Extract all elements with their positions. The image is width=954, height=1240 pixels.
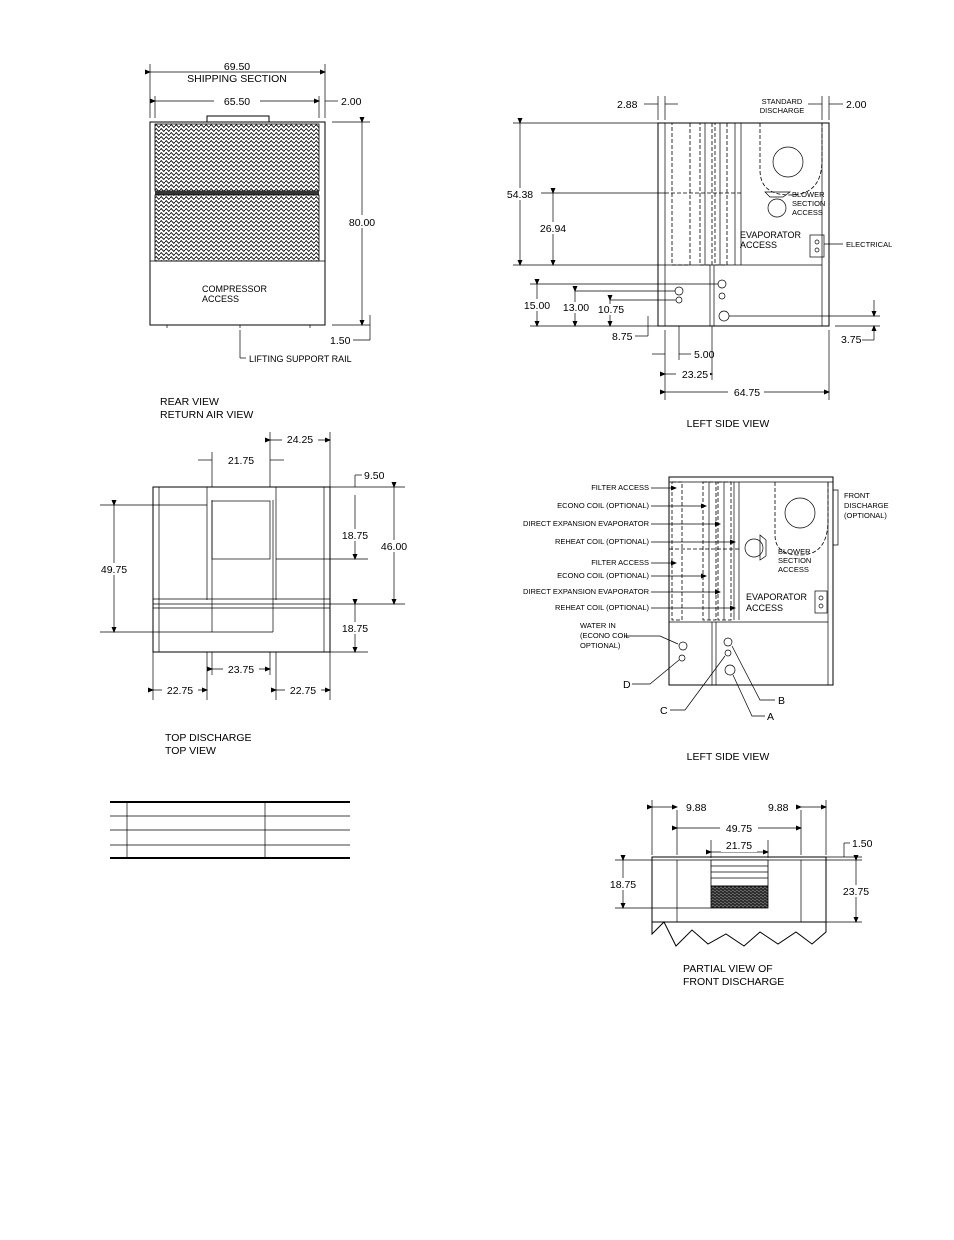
left1-h1: 54.38 xyxy=(507,189,533,201)
callout-list: FILTER ACCESS ECONO COIL (OPTIONAL) DIRE… xyxy=(523,483,736,612)
partial-d2175: 21.75 xyxy=(726,840,752,852)
left1-d500: 5.00 xyxy=(694,349,715,361)
callout-1: FILTER ACCESS xyxy=(591,483,649,492)
left1-blower-2: SECTION xyxy=(792,199,825,208)
rear-view: 69.50 SHIPPING SECTION 65.50 2.00 COMPRE… xyxy=(145,61,380,421)
left2-water-3: OPTIONAL) xyxy=(580,641,621,650)
left1-d15: 15.00 xyxy=(524,300,550,312)
left1-blower-3: ACCESS xyxy=(792,208,823,217)
partial-d988b: 9.88 xyxy=(768,802,789,814)
top-d1875b: 18.75 xyxy=(342,623,368,635)
left1-evap-2: ACCESS xyxy=(740,240,777,250)
left1-caption: LEFT SIDE VIEW xyxy=(687,418,770,430)
top-caption-2: TOP VIEW xyxy=(165,745,216,757)
left1-d-left: 2.88 xyxy=(617,99,638,111)
top-d1875a: 18.75 xyxy=(342,530,368,542)
rear-width: 65.50 xyxy=(224,96,250,108)
left1-electrical: ELECTRICAL xyxy=(846,240,892,249)
top-d4975: 49.75 xyxy=(101,564,127,576)
left1-d1075: 10.75 xyxy=(598,304,624,316)
callout-3: DIRECT EXPANSION EVAPORATOR xyxy=(523,519,650,528)
left2-water-2: (ECONO COIL xyxy=(580,631,630,640)
top-d2275b: 22.75 xyxy=(290,685,316,697)
left2-front-3: (OPTIONAL) xyxy=(844,511,887,520)
left1-d-right: 2.00 xyxy=(846,99,867,111)
rear-shipping-width: 69.50 xyxy=(224,61,250,73)
rear-compressor-2: ACCESS xyxy=(202,294,239,304)
left1-d13: 13.00 xyxy=(563,302,589,314)
left2-label-a: A xyxy=(767,711,774,723)
left2-evap-2: ACCESS xyxy=(746,603,783,613)
callout-2: ECONO COIL (OPTIONAL) xyxy=(557,501,649,510)
partial-front-view: 9.88 9.88 49.75 21.75 1.50 23.75 18.75 P… xyxy=(605,800,874,988)
top-view: 24.25 21.75 9.50 49.75 18.75 46.00 18.75… xyxy=(96,432,412,757)
rear-shipping-label: SHIPPING SECTION xyxy=(187,73,287,85)
top-caption-1: TOP DISCHARGE xyxy=(165,732,252,744)
partial-d1875: 18.75 xyxy=(610,879,636,891)
left1-d2325: 23.25 xyxy=(682,369,708,381)
partial-caption-2: FRONT DISCHARGE xyxy=(683,976,784,988)
callout-4: REHEAT COIL (OPTIONAL) xyxy=(555,537,650,546)
callout-8: REHEAT COIL (OPTIONAL) xyxy=(555,603,650,612)
top-d2425: 24.25 xyxy=(287,434,313,446)
left-side-view-1: 2.88 2.00 STANDARD DISCHARGE BLOWER SECT… xyxy=(504,96,892,430)
rear-height: 80.00 xyxy=(349,217,375,229)
left1-d875: 8.75 xyxy=(612,331,633,343)
left2-blower-2: SECTION xyxy=(778,556,811,565)
partial-d150: 1.50 xyxy=(852,838,873,850)
rear-base: 1.50 xyxy=(330,335,351,347)
left1-h2: 26.94 xyxy=(540,223,566,235)
top-d2175: 21.75 xyxy=(228,455,254,467)
left2-caption: LEFT SIDE VIEW xyxy=(687,751,770,763)
callout-7: DIRECT EXPANSION EVAPORATOR xyxy=(523,587,650,596)
top-d950: 9.50 xyxy=(364,470,385,482)
left2-label-c: C xyxy=(660,705,668,717)
left1-evap-1: EVAPORATOR xyxy=(740,230,802,240)
left2-label-d: D xyxy=(623,679,631,691)
left2-front-1: FRONT xyxy=(844,491,870,500)
left-side-view-2: BLOWER SECTION ACCESS EVAPORATOR ACCESS … xyxy=(523,476,889,763)
rear-caption-1: REAR VIEW xyxy=(160,396,219,408)
left2-label-b: B xyxy=(778,695,785,707)
top-d4600: 46.00 xyxy=(381,541,407,553)
left1-std-discharge-2: DISCHARGE xyxy=(760,106,805,115)
left2-blower-3: ACCESS xyxy=(778,565,809,574)
partial-d2375: 23.75 xyxy=(843,886,869,898)
left1-d375: 3.75 xyxy=(841,334,862,346)
callout-6: ECONO COIL (OPTIONAL) xyxy=(557,571,649,580)
left1-d6475: 64.75 xyxy=(734,387,760,399)
left2-front-2: DISCHARGE xyxy=(844,501,889,510)
top-d2275a: 22.75 xyxy=(167,685,193,697)
left2-water-1: WATER IN xyxy=(580,621,616,630)
left2-blower-1: BLOWER xyxy=(778,547,811,556)
partial-caption-1: PARTIAL VIEW OF xyxy=(683,963,773,975)
rear-compressor-1: COMPRESSOR xyxy=(202,284,268,294)
partial-d988a: 9.88 xyxy=(686,802,707,814)
rear-caption-2: RETURN AIR VIEW xyxy=(160,409,253,421)
rear-rail: LIFTING SUPPORT RAIL xyxy=(249,354,352,364)
partial-d4975: 49.75 xyxy=(726,823,752,835)
left2-evap-1: EVAPORATOR xyxy=(746,592,808,602)
top-d2375: 23.75 xyxy=(228,664,254,676)
rear-right-offset: 2.00 xyxy=(341,96,362,108)
left1-std-discharge-1: STANDARD xyxy=(762,97,803,106)
left1-blower-1: BLOWER xyxy=(792,190,825,199)
blank-table xyxy=(110,801,350,859)
callout-5: FILTER ACCESS xyxy=(591,558,649,567)
